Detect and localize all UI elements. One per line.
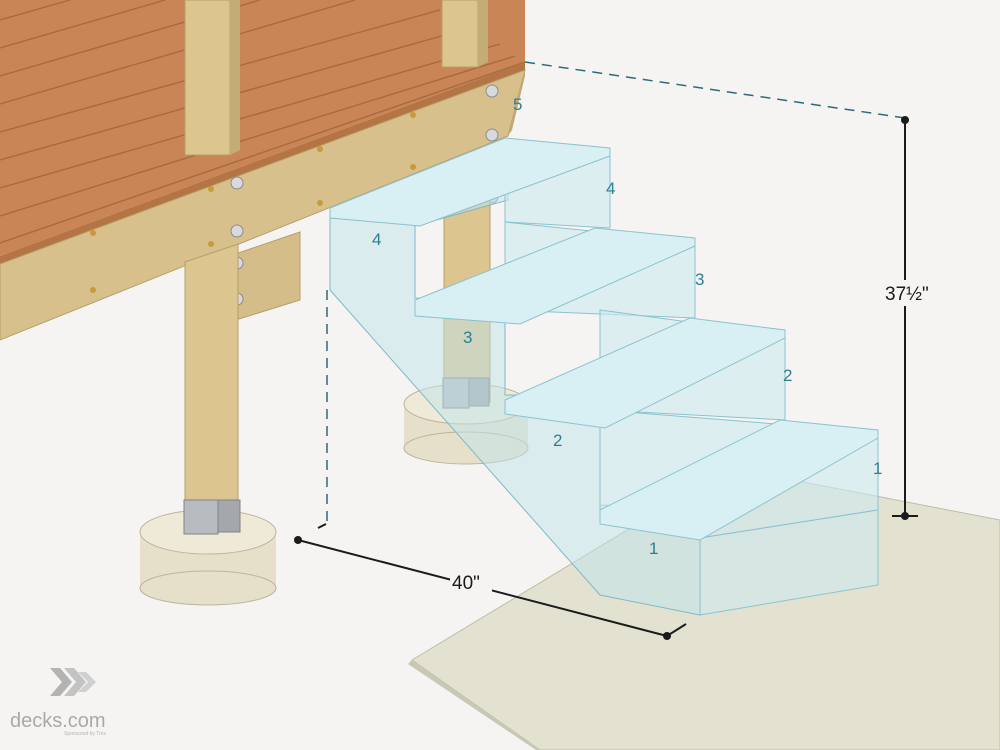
run-dimension — [294, 523, 687, 640]
tread-label-1: 1 — [649, 539, 658, 558]
stair-treads — [329, 137, 879, 541]
tread-1 — [599, 419, 879, 541]
riser-label-5: 5 — [513, 95, 522, 114]
deck-rim-joist — [0, 69, 526, 341]
riser-label-2: 2 — [783, 366, 792, 385]
brand-tagline: Sponsored by Trex — [64, 731, 106, 737]
tread-label-3: 3 — [463, 328, 472, 347]
tread-label-2: 2 — [553, 431, 562, 450]
rise-dimension-label: 37½" — [885, 284, 929, 305]
concrete-slab-edge — [408, 660, 540, 750]
riser-label-1: 1 — [873, 459, 882, 478]
deck-post-rear — [441, 0, 488, 68]
riser-label-4: 4 — [606, 179, 615, 198]
tread-3 — [414, 227, 696, 325]
chevron-icon — [78, 672, 96, 692]
tread-2 — [504, 317, 786, 429]
brand-logo — [50, 668, 96, 696]
tread-label-4: 4 — [372, 230, 381, 249]
rise-guide-line — [524, 61, 906, 119]
deck-screws — [90, 112, 416, 293]
chevron-icon — [64, 668, 86, 696]
chevron-icon — [50, 668, 72, 696]
rise-dimension — [880, 116, 934, 520]
riser-label-3: 3 — [695, 270, 704, 289]
support-post-left — [183, 243, 241, 535]
run-dimension-label: 40" — [452, 573, 480, 594]
footing-left — [139, 509, 277, 606]
tread-4 — [329, 137, 611, 227]
brand-name: decks.com — [10, 710, 106, 732]
deck-surface — [0, 0, 526, 264]
deck-post-front — [184, 0, 240, 156]
